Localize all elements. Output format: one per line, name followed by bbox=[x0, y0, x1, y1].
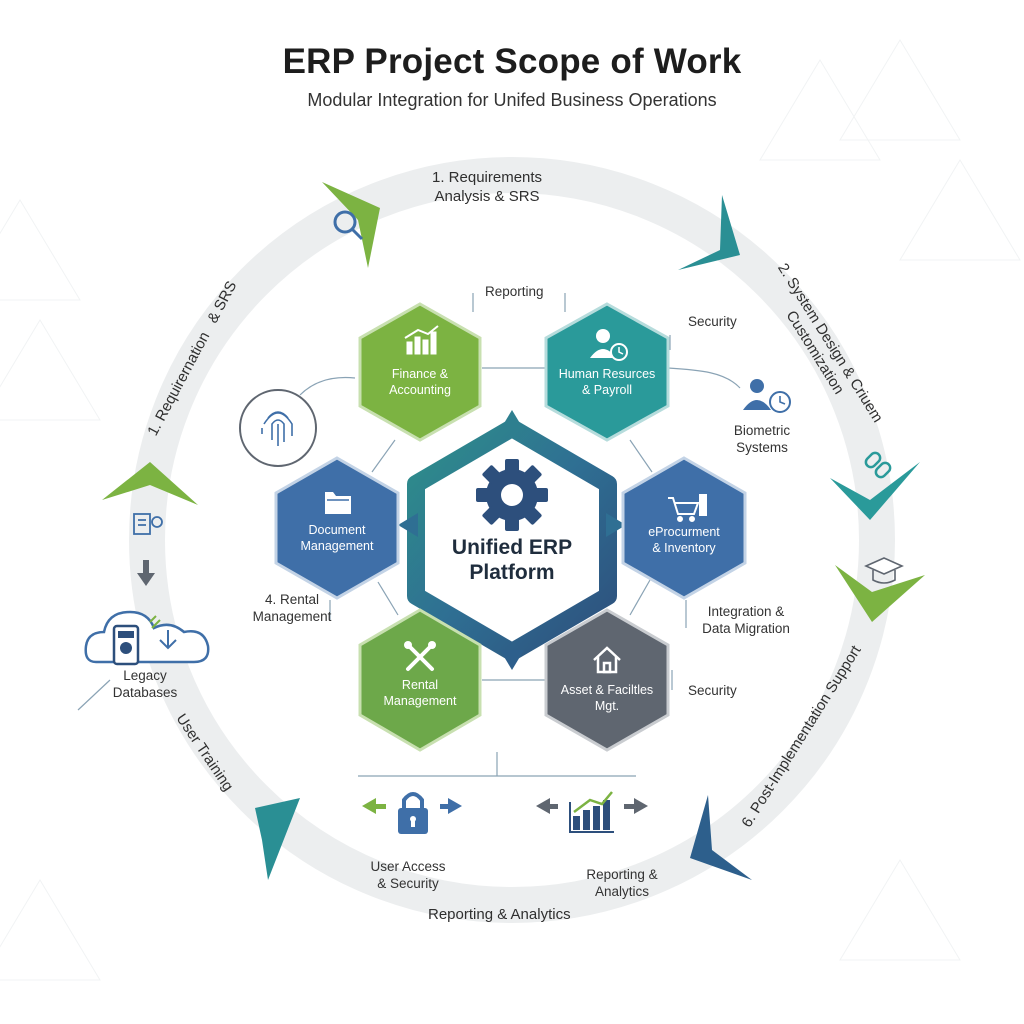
left-arrow-green-icon bbox=[362, 798, 386, 814]
module-hr-label: Human Resurces & Payroll bbox=[558, 367, 656, 397]
annotation-biometric: Biometric Systems bbox=[733, 423, 791, 455]
process-ring bbox=[129, 157, 895, 923]
right-arrow-gray-icon bbox=[624, 798, 648, 814]
annotation-security-right: Security bbox=[688, 683, 737, 698]
biometric-icon bbox=[743, 379, 791, 413]
folder-icon bbox=[325, 492, 351, 514]
annotation-user-access: User Access & Security bbox=[370, 859, 446, 891]
house-icon bbox=[593, 646, 621, 674]
module-asset-label: Asset & Faciltles Mgt. bbox=[560, 683, 654, 713]
chevron-right-green bbox=[835, 565, 925, 622]
gear-icon bbox=[476, 459, 548, 531]
chevron-bottom-right bbox=[690, 795, 752, 880]
center-platform-label: Unified ERP Platform bbox=[451, 536, 573, 584]
right-arrow-icon bbox=[440, 798, 462, 814]
chevron-top-left bbox=[322, 182, 380, 268]
analytics-chart-icon bbox=[569, 791, 614, 833]
graduation-cap-icon bbox=[864, 557, 904, 584]
module-finance-label: Finance & Accounting bbox=[389, 367, 451, 397]
chevron-top-right bbox=[678, 195, 740, 270]
annotation-reporting-analytics: Reporting & Analytics bbox=[586, 867, 658, 899]
chevron-right-teal bbox=[830, 462, 920, 520]
search-icon bbox=[333, 210, 364, 241]
hex-eprocurement bbox=[621, 456, 747, 600]
chevron-left bbox=[102, 462, 198, 505]
ring-label-requirements: 1. Requirements Analysis & SRS bbox=[432, 169, 543, 205]
connectors bbox=[77, 293, 741, 777]
annotation-reporting: Reporting bbox=[485, 284, 544, 299]
hex-asset bbox=[544, 608, 670, 752]
hex-finance bbox=[358, 302, 482, 442]
document-gear-icon bbox=[133, 513, 163, 535]
cart-icon bbox=[668, 494, 707, 522]
center-hexagon-shape bbox=[398, 410, 626, 670]
hex-rental bbox=[358, 608, 482, 752]
page-title: ERP Project Scope of Work bbox=[282, 42, 742, 81]
down-arrow-icon bbox=[137, 560, 155, 586]
module-eprocurement-label: eProcurment & Inventory bbox=[648, 525, 720, 555]
annotation-security-top: Security bbox=[688, 314, 737, 329]
cloud-database-icon bbox=[84, 610, 210, 666]
link-icon bbox=[864, 451, 892, 479]
lock-icon bbox=[398, 792, 428, 834]
left-arrow-icon bbox=[536, 798, 558, 814]
annotation-integration: Integration & Data Migration bbox=[702, 604, 790, 636]
module-document-label: Document Management bbox=[300, 523, 374, 553]
person-clock-icon bbox=[590, 329, 628, 361]
page-subtitle: Modular Integration for Unifed Business … bbox=[307, 90, 717, 110]
module-rental-label: Rental Management bbox=[383, 678, 457, 708]
fingerprint-icon bbox=[239, 389, 317, 467]
annotation-rental-management: 4. Rental Management bbox=[252, 592, 332, 624]
hex-document bbox=[274, 456, 400, 600]
ring-label-reporting-analytics: Reporting & Analytics bbox=[428, 906, 571, 923]
bar-chart-icon bbox=[404, 325, 439, 355]
tools-icon bbox=[404, 641, 436, 671]
chevron-bottom-left bbox=[255, 798, 300, 880]
annotation-legacy-databases: Legacy Databases bbox=[112, 668, 178, 700]
hex-hr bbox=[544, 302, 670, 442]
ring-chevrons bbox=[102, 182, 925, 880]
background-pattern bbox=[0, 39, 1021, 981]
